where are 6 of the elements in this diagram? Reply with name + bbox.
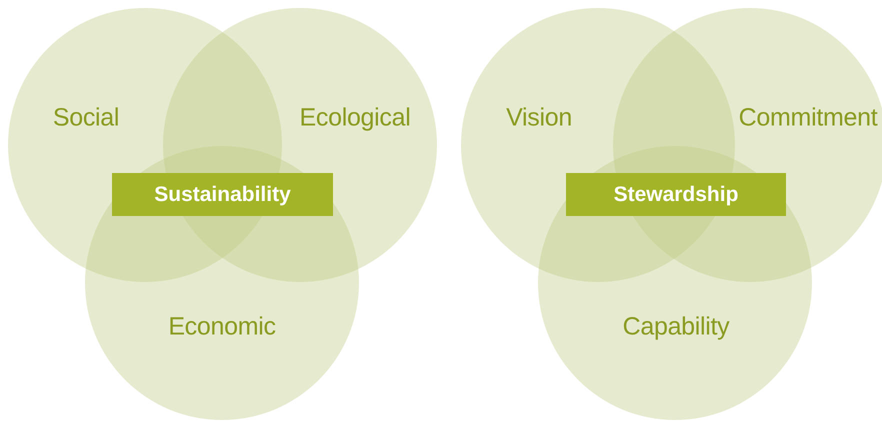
circle-label: Social <box>52 104 120 132</box>
circle-label: Economic <box>168 312 276 342</box>
circle-label: Ecological <box>300 104 410 132</box>
circle-label: Vision <box>506 104 572 132</box>
circle-label: Commitment <box>738 104 878 132</box>
circle-label: Capability <box>622 312 730 342</box>
